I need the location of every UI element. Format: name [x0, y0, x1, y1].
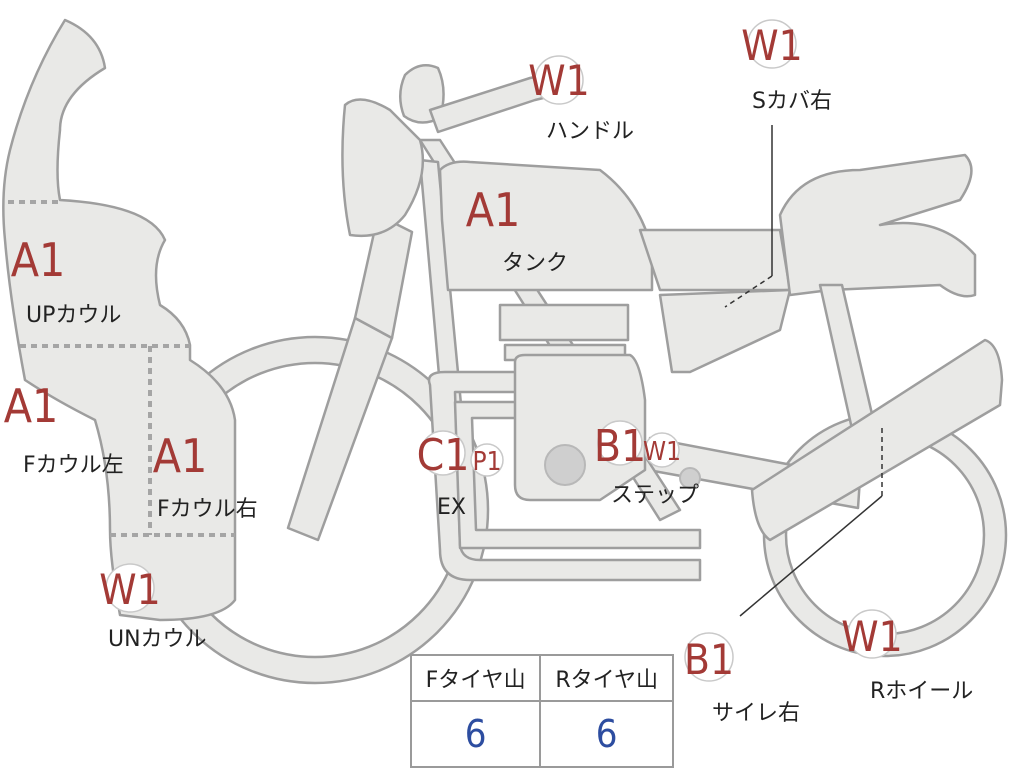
annotation-upper-cowl[interactable]: A1 UPカウル — [11, 233, 122, 328]
step-code: B1 — [594, 421, 646, 472]
annotation-side-cover-right[interactable]: W1 Sカバ右 — [741, 19, 832, 114]
annotation-front-cowl-right[interactable]: A1 Fカウル右 — [153, 429, 258, 522]
front-tire-tread-header: Fタイヤ山 — [409, 654, 542, 702]
annotation-tank[interactable]: A1 タンク — [466, 183, 568, 276]
under-cowl-label: UNカウル — [108, 627, 207, 652]
exhaust-extra-code: P1 — [473, 447, 502, 477]
annotation-rear-wheel[interactable]: W1 Rホイール — [841, 609, 973, 704]
annotation-exhaust[interactable]: C1 P1 EX — [417, 430, 504, 520]
under-cowl-code: W1 — [99, 565, 160, 614]
fairing-shape — [2, 18, 237, 622]
annotation-front-cowl-left[interactable]: A1 Fカウル左 — [4, 379, 124, 478]
front-cowl-right-code: A1 — [153, 429, 208, 483]
annotation-handle[interactable]: W1 ハンドル — [528, 55, 634, 144]
annotation-under-cowl[interactable]: W1 UNカウル — [99, 563, 207, 652]
rear-tire-tread-value: 6 — [539, 700, 674, 768]
upper-cowl-code: A1 — [11, 233, 66, 287]
front-tire-tread-value: 6 — [409, 700, 542, 768]
headstock-shape — [341, 98, 425, 237]
annotation-silencer-right[interactable]: B1 サイレ右 — [684, 632, 800, 726]
tail-cowl-shape — [778, 153, 977, 298]
silencer-right-code: B1 — [684, 635, 734, 684]
front-cowl-left-label: Fカウル左 — [23, 453, 124, 478]
handle-label: ハンドル — [546, 119, 634, 144]
step-label: ステップ — [611, 483, 699, 508]
exhaust-pipe-shape — [427, 370, 702, 582]
handle-code: W1 — [528, 56, 589, 105]
upper-cowl-label: UPカウル — [26, 303, 121, 328]
tire-tread-table: Fタイヤ山 Rタイヤ山 6 6 — [409, 654, 674, 768]
side-cover-right-code: W1 — [741, 21, 802, 70]
silencer-right-label: サイレ右 — [712, 701, 800, 726]
tank-label: タンク — [502, 251, 568, 276]
step-extra-code: W1 — [643, 437, 681, 467]
exhaust-code: C1 — [417, 430, 470, 481]
engine-shape — [498, 303, 630, 342]
rear-wheel-label: Rホイール — [870, 679, 973, 704]
rear-tire-tread-header: Rタイヤ山 — [539, 654, 674, 702]
side-cover-right-label: Sカバ右 — [752, 89, 832, 114]
tank-code: A1 — [466, 183, 521, 237]
annotation-step[interactable]: B1 W1 ステップ — [594, 420, 699, 508]
silencer-shape — [750, 338, 1004, 542]
front-cowl-left-code: A1 — [4, 379, 59, 433]
rear-wheel-code: W1 — [841, 612, 902, 661]
motorcycle-outline — [2, 18, 1008, 685]
side-cover-shape — [638, 228, 792, 292]
exhaust-label: EX — [437, 495, 466, 520]
front-cowl-right-label: Fカウル右 — [157, 497, 258, 522]
